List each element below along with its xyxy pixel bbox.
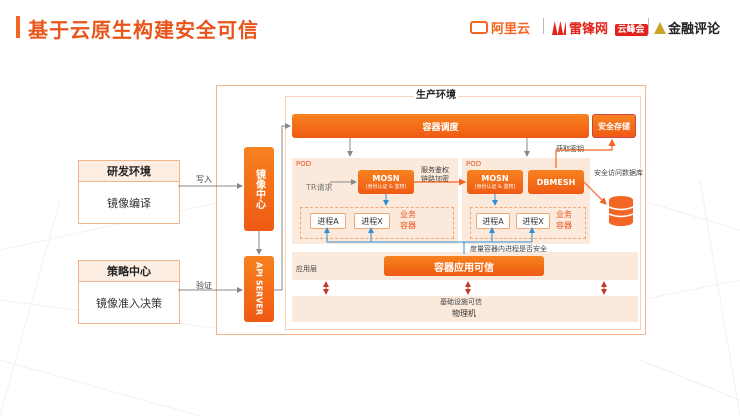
leifeng-badge: 云峰会 — [614, 24, 648, 36]
physical-machine-label: 物理机 — [452, 309, 476, 318]
infra-layer — [292, 296, 638, 322]
mosn-box-2: MOSN (身份认证 & 鉴权) — [467, 170, 523, 194]
production-env-frame — [285, 96, 641, 330]
biz-container-1 — [300, 207, 454, 239]
app-layer-label: 应用层 — [296, 265, 317, 273]
production-env-title: 生产环境 — [414, 86, 458, 101]
dev-env-title: 研发环境 — [79, 161, 179, 182]
jinrong-icon — [654, 22, 666, 34]
logo-divider-2 — [648, 18, 649, 34]
verify-label: 验证 — [196, 281, 212, 290]
mosn-1-sub: (身份认证 & 鉴权) — [365, 184, 407, 190]
biz-container-2-label: 业务 容器 — [556, 210, 572, 230]
dbmesh-box: DBMESH — [528, 170, 584, 194]
api-server: API SERVER — [244, 256, 274, 322]
write-label: 写入 — [196, 175, 212, 184]
policy-center-card: 策略中心 镜像准入决策 — [78, 260, 180, 324]
jinrong-logo: 金融评论 — [654, 18, 720, 37]
process-a-2: 进程A — [476, 213, 510, 229]
biz-container-1-label: 业务 容器 — [400, 210, 416, 230]
get-key-label: 获取密钥 — [556, 145, 584, 153]
dev-env-body: 镜像编译 — [107, 196, 151, 210]
logo-divider — [543, 18, 544, 34]
aliyun-icon — [470, 21, 488, 34]
mosn-2-title: MOSN — [481, 174, 509, 183]
page-title: 基于云原生构建安全可信 — [28, 18, 259, 42]
leifeng-logo: 雷锋网 云峰会 — [552, 18, 648, 37]
container-scheduler: 容器调度 — [292, 114, 589, 138]
aliyun-logo: 阿里云 — [470, 18, 530, 37]
policy-center-body: 镜像准入决策 — [96, 296, 162, 310]
measure-note: 度量容器内进程是否安全 — [470, 245, 547, 253]
database-icon — [608, 196, 634, 226]
mosn-2-sub: (身份认证 & 鉴权) — [474, 184, 516, 190]
process-a-1: 进程A — [310, 213, 346, 229]
pod-2-label: POD — [466, 160, 482, 168]
service-auth-label: 服务鉴权 链路加密 — [421, 166, 449, 183]
mosn-box-1: MOSN (身份认证 & 鉴权) — [358, 170, 414, 194]
policy-center-title: 策略中心 — [79, 261, 179, 282]
secure-storage: 安全存储 — [592, 114, 636, 138]
tr-request-label: TR请求 — [306, 183, 333, 192]
secure-db-access-label: 安全访问数据库 — [594, 169, 643, 177]
pod-1-label: POD — [296, 160, 312, 168]
mosn-1-title: MOSN — [372, 174, 400, 183]
image-registry: 镜像中心 — [244, 147, 274, 231]
infra-trusted-label: 基础设施可信 — [440, 298, 482, 306]
dev-env-card: 研发环境 镜像编译 — [78, 160, 180, 224]
container-trusted-box: 容器应用可信 — [384, 256, 544, 276]
biz-container-2 — [470, 207, 586, 239]
title-accent-bar — [16, 16, 20, 38]
